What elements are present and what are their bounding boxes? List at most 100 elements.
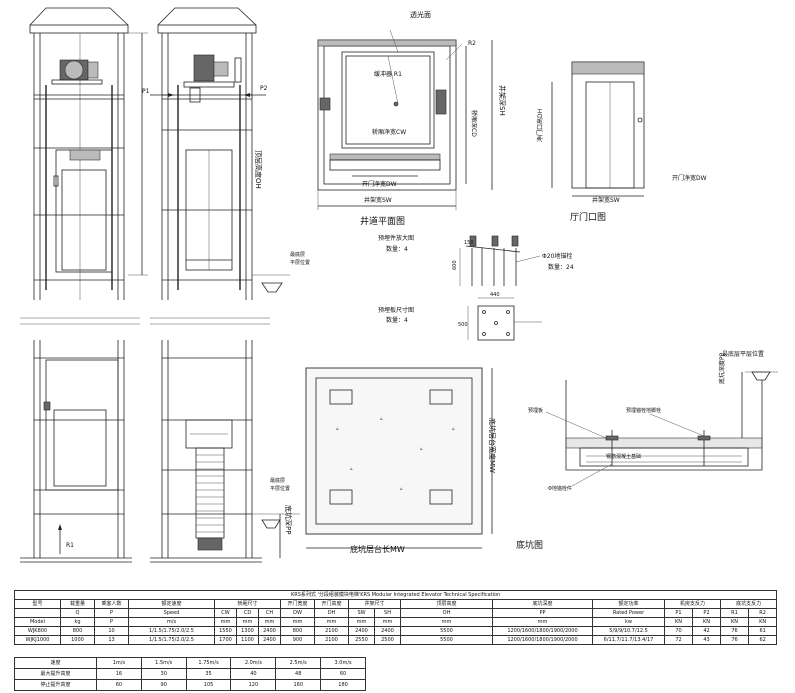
header-cell: 轿厢尺寸 [214, 599, 281, 609]
rebar-concrete-label: 钢筋混凝土基础 [606, 453, 641, 460]
pit-section-view: 最底层平层位置 底坑深度PP 预埋板 预埋锚栓地脚栓 钢筋混凝土基础 Φ地锚栓件 [528, 350, 778, 492]
p1-label: P1 [142, 88, 150, 95]
header-cell: mm [400, 617, 493, 627]
svg-text:▵: ▵ [336, 426, 339, 432]
dim-440: 440 [490, 292, 500, 298]
dim-600: 600 [452, 260, 458, 270]
pit-plan-view: ▵ ▵ ▵ ▵ ▵ ▵ 底坑层台长MW 底坑层台宽度MW 底坑图 [305, 367, 543, 554]
header-cell: 乘客人数 [94, 599, 129, 609]
table-cell: 最大提升高度 [14, 668, 97, 680]
table-row: WJKJ1000 1000 13 1/1.5/1.75/2.0/2.5 1700… [14, 635, 778, 645]
pit-floor-level-label: 最底层平层位置 [722, 350, 764, 358]
table-cell: 105 [185, 679, 232, 691]
table-cell: 2400 [374, 626, 401, 636]
anchor-bolt2-label: Φ地锚栓件 [548, 485, 572, 492]
lowest-floor-level-label: 最底层 [270, 477, 285, 484]
landing-door-title: 厅门口图 [570, 211, 606, 223]
car-width-label: 轿厢净宽CW [372, 128, 406, 136]
table-cell: 13 [94, 635, 129, 645]
header-cell: 开门宽度 [280, 599, 315, 609]
header-cell [14, 608, 61, 618]
svg-text:▵: ▵ [380, 416, 383, 422]
header-cell: DW [280, 608, 315, 618]
spec-table-title: KRS系列式 '分段组装模块电梯'KRS Modular Integrated … [13, 590, 778, 600]
top-floor-height-label: 顶层高度OH [254, 150, 263, 189]
header-cell: mm [374, 617, 401, 627]
landing-door-view: 净门口高DH 开门净宽DW 井架宽SW 厅门口图 [536, 61, 707, 223]
header-cell: mm [258, 617, 281, 627]
header-cell: 底坑深度 [492, 599, 593, 609]
table-cell: 1m/s [96, 657, 142, 669]
counterweight-ladder [195, 447, 225, 539]
anchor-bolt-label: Φ20地锚栓 [542, 252, 572, 260]
header-cell: 载重量 [60, 599, 95, 609]
table-cell: 5500 [400, 626, 493, 636]
table-cell: 5/9/9/10.7/12.5 [592, 626, 665, 636]
table-cell: 1/1.5/1.75/2.0/2.5 [128, 635, 215, 645]
table-cell: 900 [280, 635, 315, 645]
door-width-plan-label: 开门净宽DW [362, 180, 397, 188]
header-cell: SH [374, 608, 401, 618]
header-cell: kg [60, 617, 95, 627]
header-cell: 额定速度 [128, 599, 215, 609]
table-cell: 1000 [60, 635, 95, 645]
table-cell: 1100 [236, 635, 259, 645]
shaft-depth-label: 井架深SH [498, 85, 507, 116]
lowest-floor-level-label2: 平层位置 [270, 485, 290, 492]
table-cell: 2400 [258, 626, 281, 636]
car-depth-label: 轿厢深CD [470, 110, 478, 137]
lowest-floor-station-label2: 平层位置 [290, 259, 310, 266]
embed-part-detail: 预埋件放大图 数量：4 600 150 Φ20地锚栓 数量：24 440 500… [378, 234, 574, 341]
dim-500: 500 [458, 322, 468, 328]
table-cell: 16 [96, 668, 142, 680]
table-cell: 48 [275, 668, 322, 680]
table-cell: 40 [230, 668, 277, 680]
header-cell: CD [236, 608, 259, 618]
embed-anchor-label: 预埋锚栓地脚栓 [626, 407, 661, 414]
header-cell: mm [214, 617, 237, 627]
plate-title: 预埋板尺寸图 [378, 306, 414, 314]
table-row: 停止提升高度 60 90 105 120 160 180 [14, 679, 366, 691]
table-cell: WJKJ1000 [14, 635, 61, 645]
buffer-r1-label: 缓冲器 R1 [374, 70, 402, 78]
table-cell: WJK800 [14, 626, 61, 636]
spec-header-row-2: Q P Speed CW CD CH DW DH SW SH OH PP Rat… [14, 608, 778, 618]
header-cell: m/s [128, 617, 215, 627]
svg-text:▵: ▵ [452, 426, 455, 432]
header-cell: 型号 [14, 599, 61, 609]
table-cell: 2400 [348, 626, 375, 636]
table-cell: 42 [692, 626, 721, 636]
header-cell: Q [60, 608, 95, 618]
shaft-width-elev-label: 井架宽SW [592, 196, 620, 204]
table-cell: 120 [230, 679, 277, 691]
plate-qty: 数量：4 [386, 316, 408, 324]
table-cell: 1700 [214, 635, 237, 645]
header-cell: mm [348, 617, 375, 627]
light-panel-label: 透光面 [410, 10, 431, 19]
door-height-label: 净门口高DH [536, 109, 544, 142]
middle-elevation-view: P1 P2 最底层 平层位置 [142, 7, 310, 563]
spec-header-row-3: Model kg P m/s mm mm mm mm mm mm mm mm m… [14, 617, 778, 627]
table-cell: 30 [140, 668, 187, 680]
header-cell: Speed [128, 608, 215, 618]
r2-label: R2 [468, 40, 476, 47]
table-cell: 76 [720, 626, 749, 636]
pit-floor-length-label: 底坑层台长MW [350, 544, 405, 554]
svg-text:▵: ▵ [400, 486, 403, 492]
shaft-plan-view: 透光面 缓冲器 R1 R2 轿厢深CD 井架深SH 轿厢净宽CW 开门净宽DW … [317, 10, 507, 227]
table-cell: 43 [692, 635, 721, 645]
pit-floor-depth-label: 底坑层台宽度MW [488, 418, 497, 473]
p2-label: P2 [260, 85, 268, 92]
header-cell: SW [348, 608, 375, 618]
shaft-plan-title: 井道平面图 [360, 215, 405, 227]
header-cell: CH [258, 608, 281, 618]
embed-part-title: 预埋件放大图 [378, 234, 414, 242]
header-cell: R1 [720, 608, 749, 618]
table-cell: 3.0m/s [320, 657, 366, 669]
spec-table: KRS系列式 '分段组装模块电梯'KRS Modular Integrated … [13, 590, 778, 645]
table-row: WJK800 800 10 1/1.5/1.75/2.0/2.5 1550 13… [14, 626, 778, 636]
header-cell: mm [314, 617, 349, 627]
header-cell: 机房支反力 [664, 599, 721, 609]
pit-title: 底坑图 [516, 539, 543, 551]
